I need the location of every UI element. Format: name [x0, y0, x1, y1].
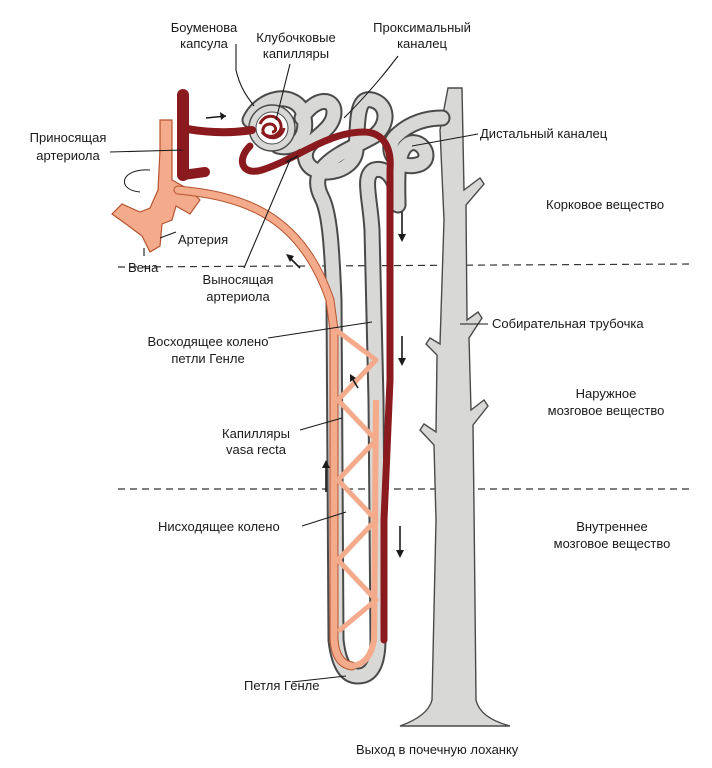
glomerulus: [248, 104, 296, 152]
label-exit-to-pelvis: Выход в почечную лоханку: [356, 742, 519, 757]
label-artery: Артерия: [178, 232, 228, 247]
label-cortex: Корковое вещество: [546, 197, 664, 212]
label-distal-tubule: Дистальный каналец: [480, 126, 608, 141]
flow-arrows: [205, 112, 406, 558]
nephron-tubule: [241, 90, 451, 685]
cortex-medulla-boundary: [117, 263, 691, 268]
collecting-duct: [399, 87, 511, 727]
label-descending-limb: Нисходящее колено: [158, 519, 280, 534]
arterial-vessels: [177, 89, 394, 644]
label-collecting-duct: Собирательная трубочка: [492, 316, 644, 331]
leader-lines: [109, 44, 488, 683]
label-vein: Вена: [128, 260, 159, 275]
venous-vessels: [111, 119, 379, 671]
label-loop-of-henle: Петля Генле: [244, 678, 319, 693]
